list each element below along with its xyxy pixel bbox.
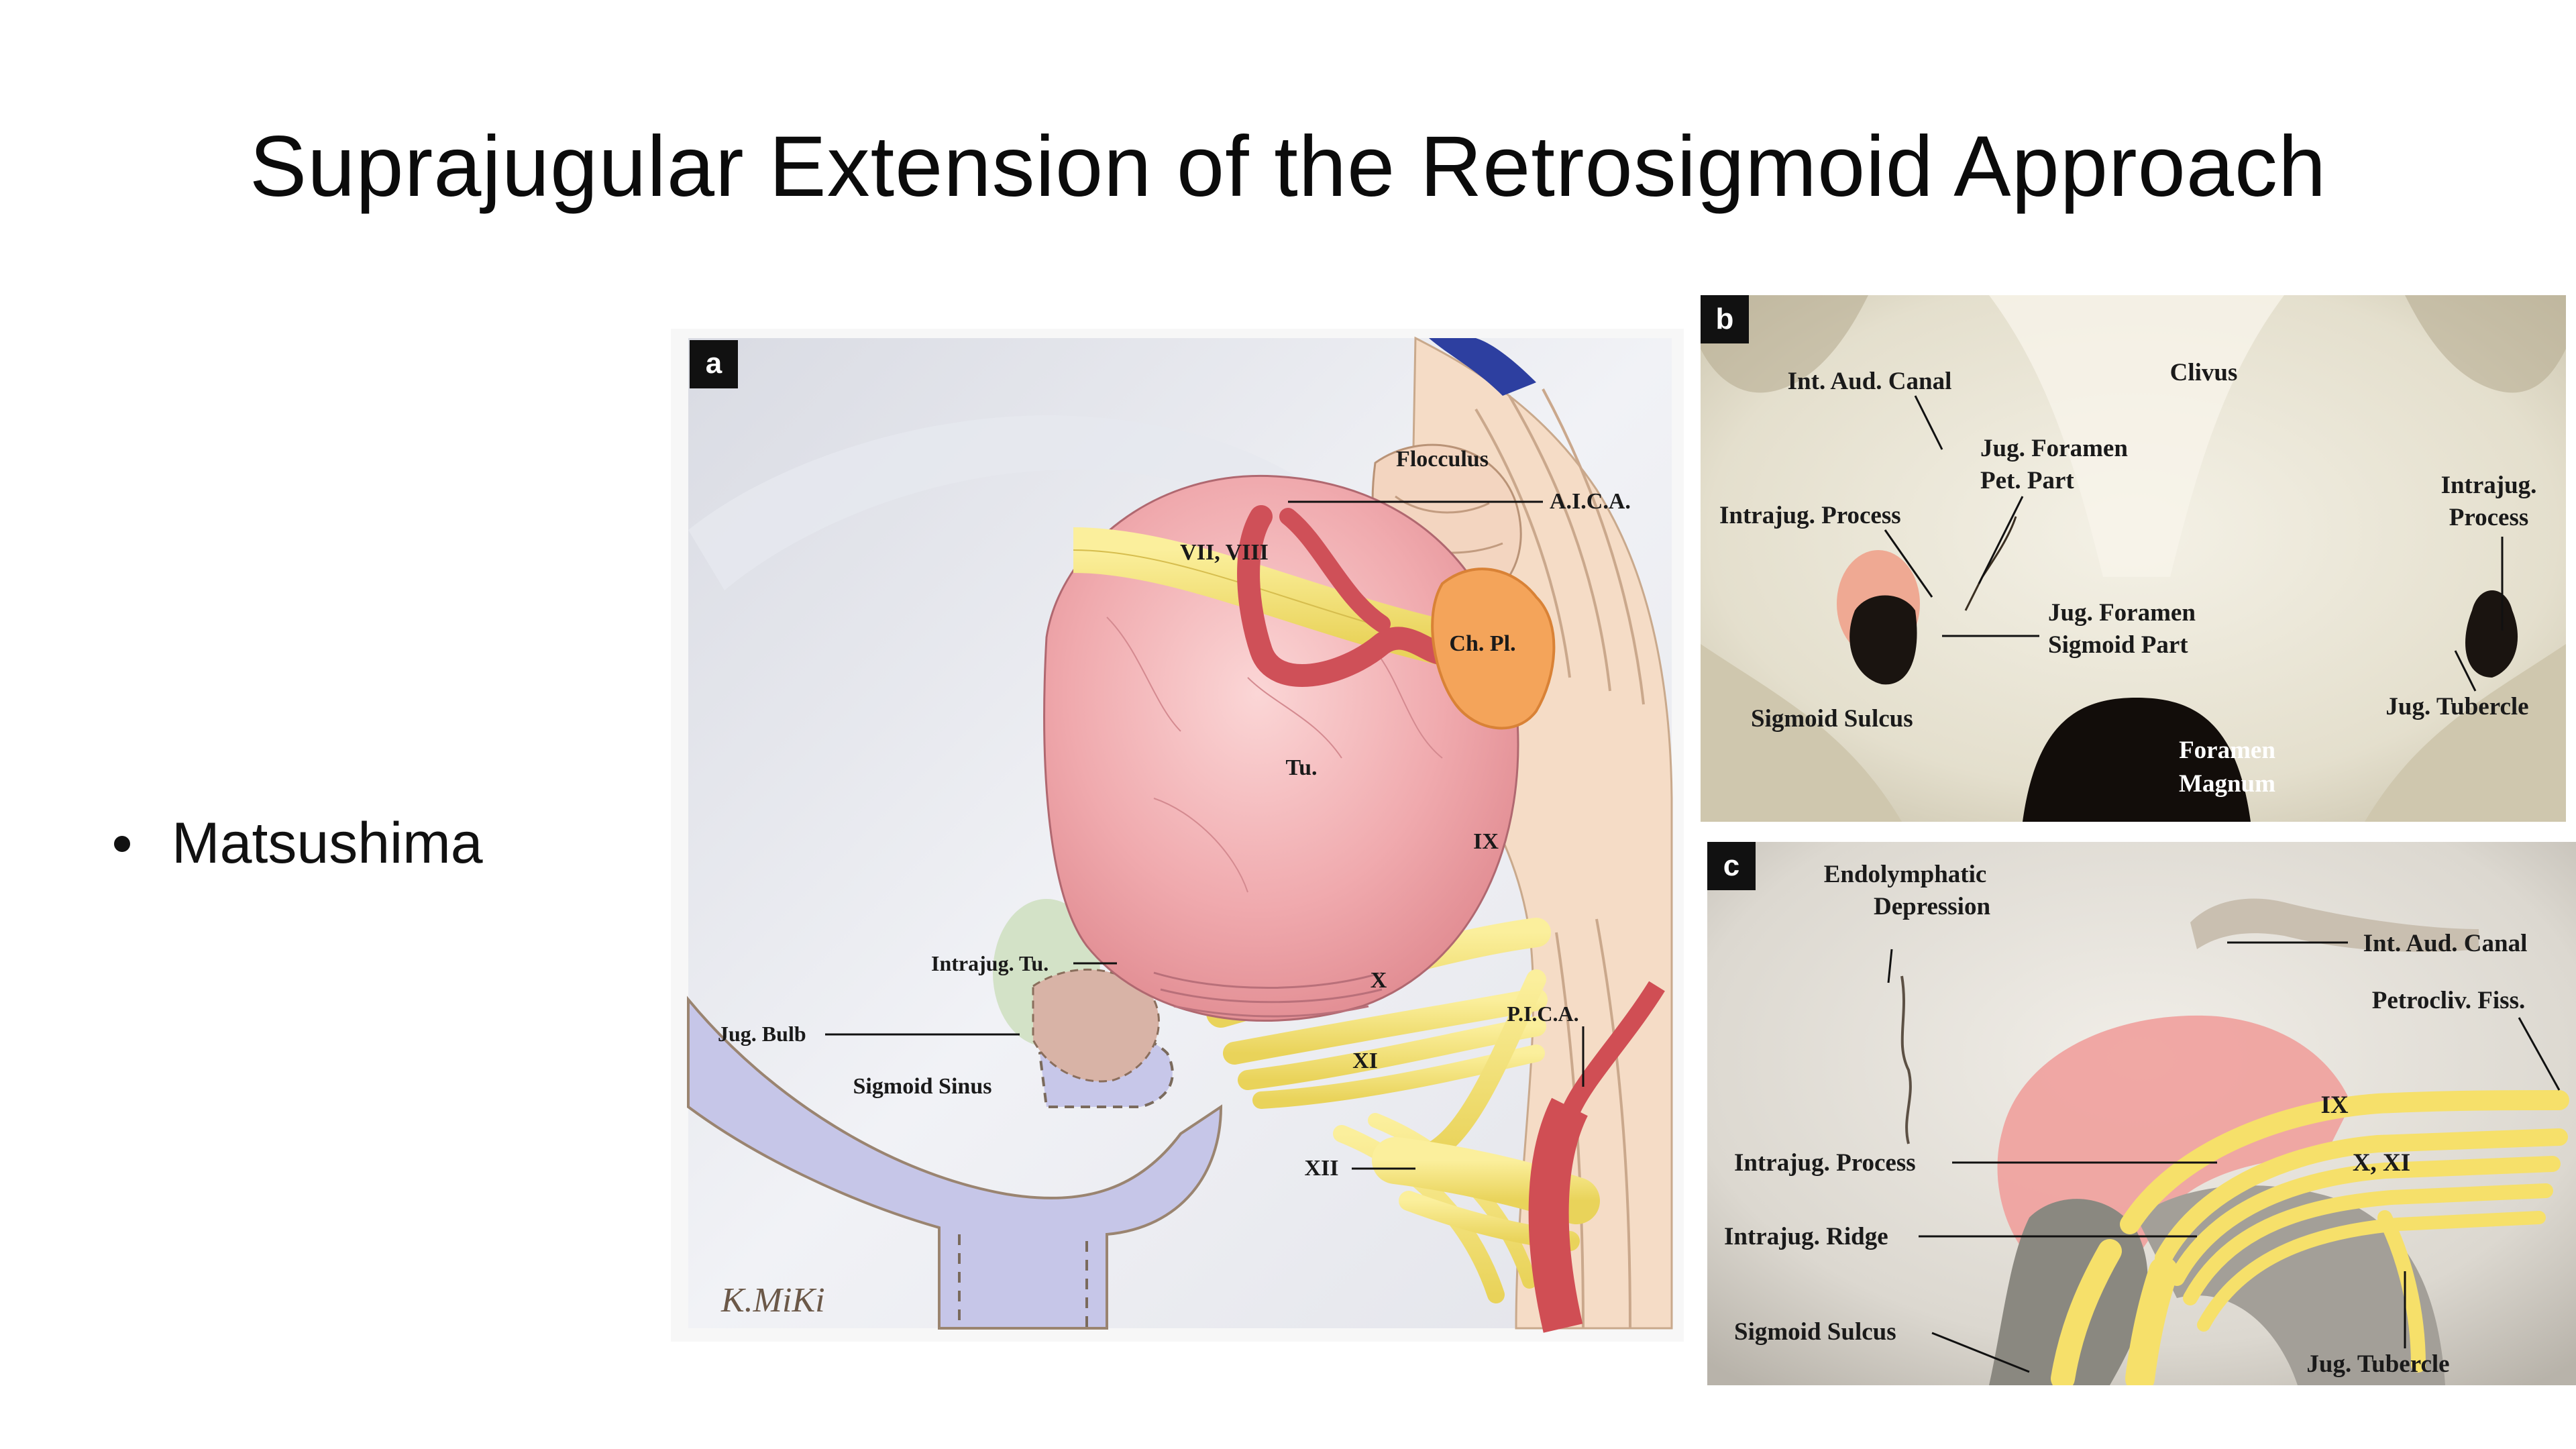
b-label-foramen-magnum-1: Foramen: [2179, 737, 2275, 764]
b-label-jug-foramen-sig-2: Sigmoid Part: [2048, 631, 2188, 659]
c-label-int-aud-canal: Int. Aud. Canal: [2363, 930, 2528, 957]
b-label-jug-foramen-pet-1: Jug. Foramen: [1980, 435, 2128, 462]
b-label-intrajug-process-right-2: Process: [2449, 504, 2529, 531]
c-label-x-xi: X, XI: [2353, 1149, 2410, 1177]
figure-a-illustration: Flocculus A.I.C.A. VII, VIII Ch. Pl. Tu.…: [671, 329, 1684, 1342]
b-label-sigmoid-sulcus: Sigmoid Sulcus: [1751, 705, 1913, 733]
b-label-clivus: Clivus: [2170, 359, 2238, 386]
label-sigmoid-sinus: Sigmoid Sinus: [853, 1074, 992, 1099]
label-pica: P.I.C.A.: [1507, 1002, 1578, 1026]
bullet-item: Matsushima: [114, 810, 483, 877]
b-label-intrajug-process-left: Intrajug. Process: [1719, 502, 1901, 529]
artist-signature: K.MiKi: [720, 1281, 825, 1320]
c-label-intrajug-process: Intrajug. Process: [1734, 1149, 1916, 1177]
bullet-dot: [114, 835, 130, 852]
b-label-jug-foramen-sig-1: Jug. Foramen: [2048, 599, 2196, 627]
panel-letter-a: a: [706, 347, 722, 380]
figure-b-photo: Int. Aud. Canal Clivus Jug. Foramen Pet.…: [1701, 295, 2566, 822]
label-aica: A.I.C.A.: [1550, 489, 1631, 514]
label-jug-bulb: Jug. Bulb: [718, 1022, 806, 1046]
b-label-foramen-magnum-2: Magnum: [2179, 770, 2275, 798]
label-ix: IX: [1473, 829, 1499, 854]
label-ch-pl: Ch. Pl.: [1449, 631, 1515, 656]
b-label-intrajug-process-right-1: Intrajug.: [2441, 472, 2537, 499]
bullet-text: Matsushima: [172, 811, 483, 875]
c-label-endolymphatic-2: Depression: [1874, 893, 1990, 920]
slide-title: Suprajugular Extension of the Retrosigmo…: [249, 119, 2327, 215]
c-label-sigmoid-sulcus: Sigmoid Sulcus: [1734, 1318, 1896, 1346]
label-intrajug-tu: Intrajug. Tu.: [931, 951, 1049, 975]
panel-letter-c: c: [1723, 849, 1739, 882]
c-label-intrajug-ridge: Intrajug. Ridge: [1724, 1223, 1888, 1250]
bullet-list: Matsushima: [114, 810, 483, 877]
b-label-jug-tubercle: Jug. Tubercle: [2385, 693, 2528, 720]
label-xii: XII: [1304, 1156, 1338, 1181]
c-label-endolymphatic-1: Endolymphatic: [1824, 861, 1987, 888]
panel-letter-b: b: [1716, 303, 1734, 335]
b-label-int-aud-canal: Int. Aud. Canal: [1788, 368, 1952, 395]
c-label-petrocliv-fiss: Petrocliv. Fiss.: [2372, 987, 2525, 1014]
label-flocculus: Flocculus: [1396, 447, 1489, 472]
label-x: X: [1371, 968, 1387, 993]
label-tu: Tu.: [1286, 755, 1318, 780]
b-label-jug-foramen-pet-2: Pet. Part: [1980, 467, 2074, 494]
c-label-ix: IX: [2320, 1091, 2348, 1119]
label-vii-viii: VII, VIII: [1180, 540, 1269, 565]
c-label-jug-tubercle: Jug. Tubercle: [2306, 1350, 2449, 1378]
label-xi: XI: [1352, 1049, 1378, 1073]
figure-c-photo: Endolymphatic Depression Int. Aud. Canal…: [1707, 842, 2576, 1385]
